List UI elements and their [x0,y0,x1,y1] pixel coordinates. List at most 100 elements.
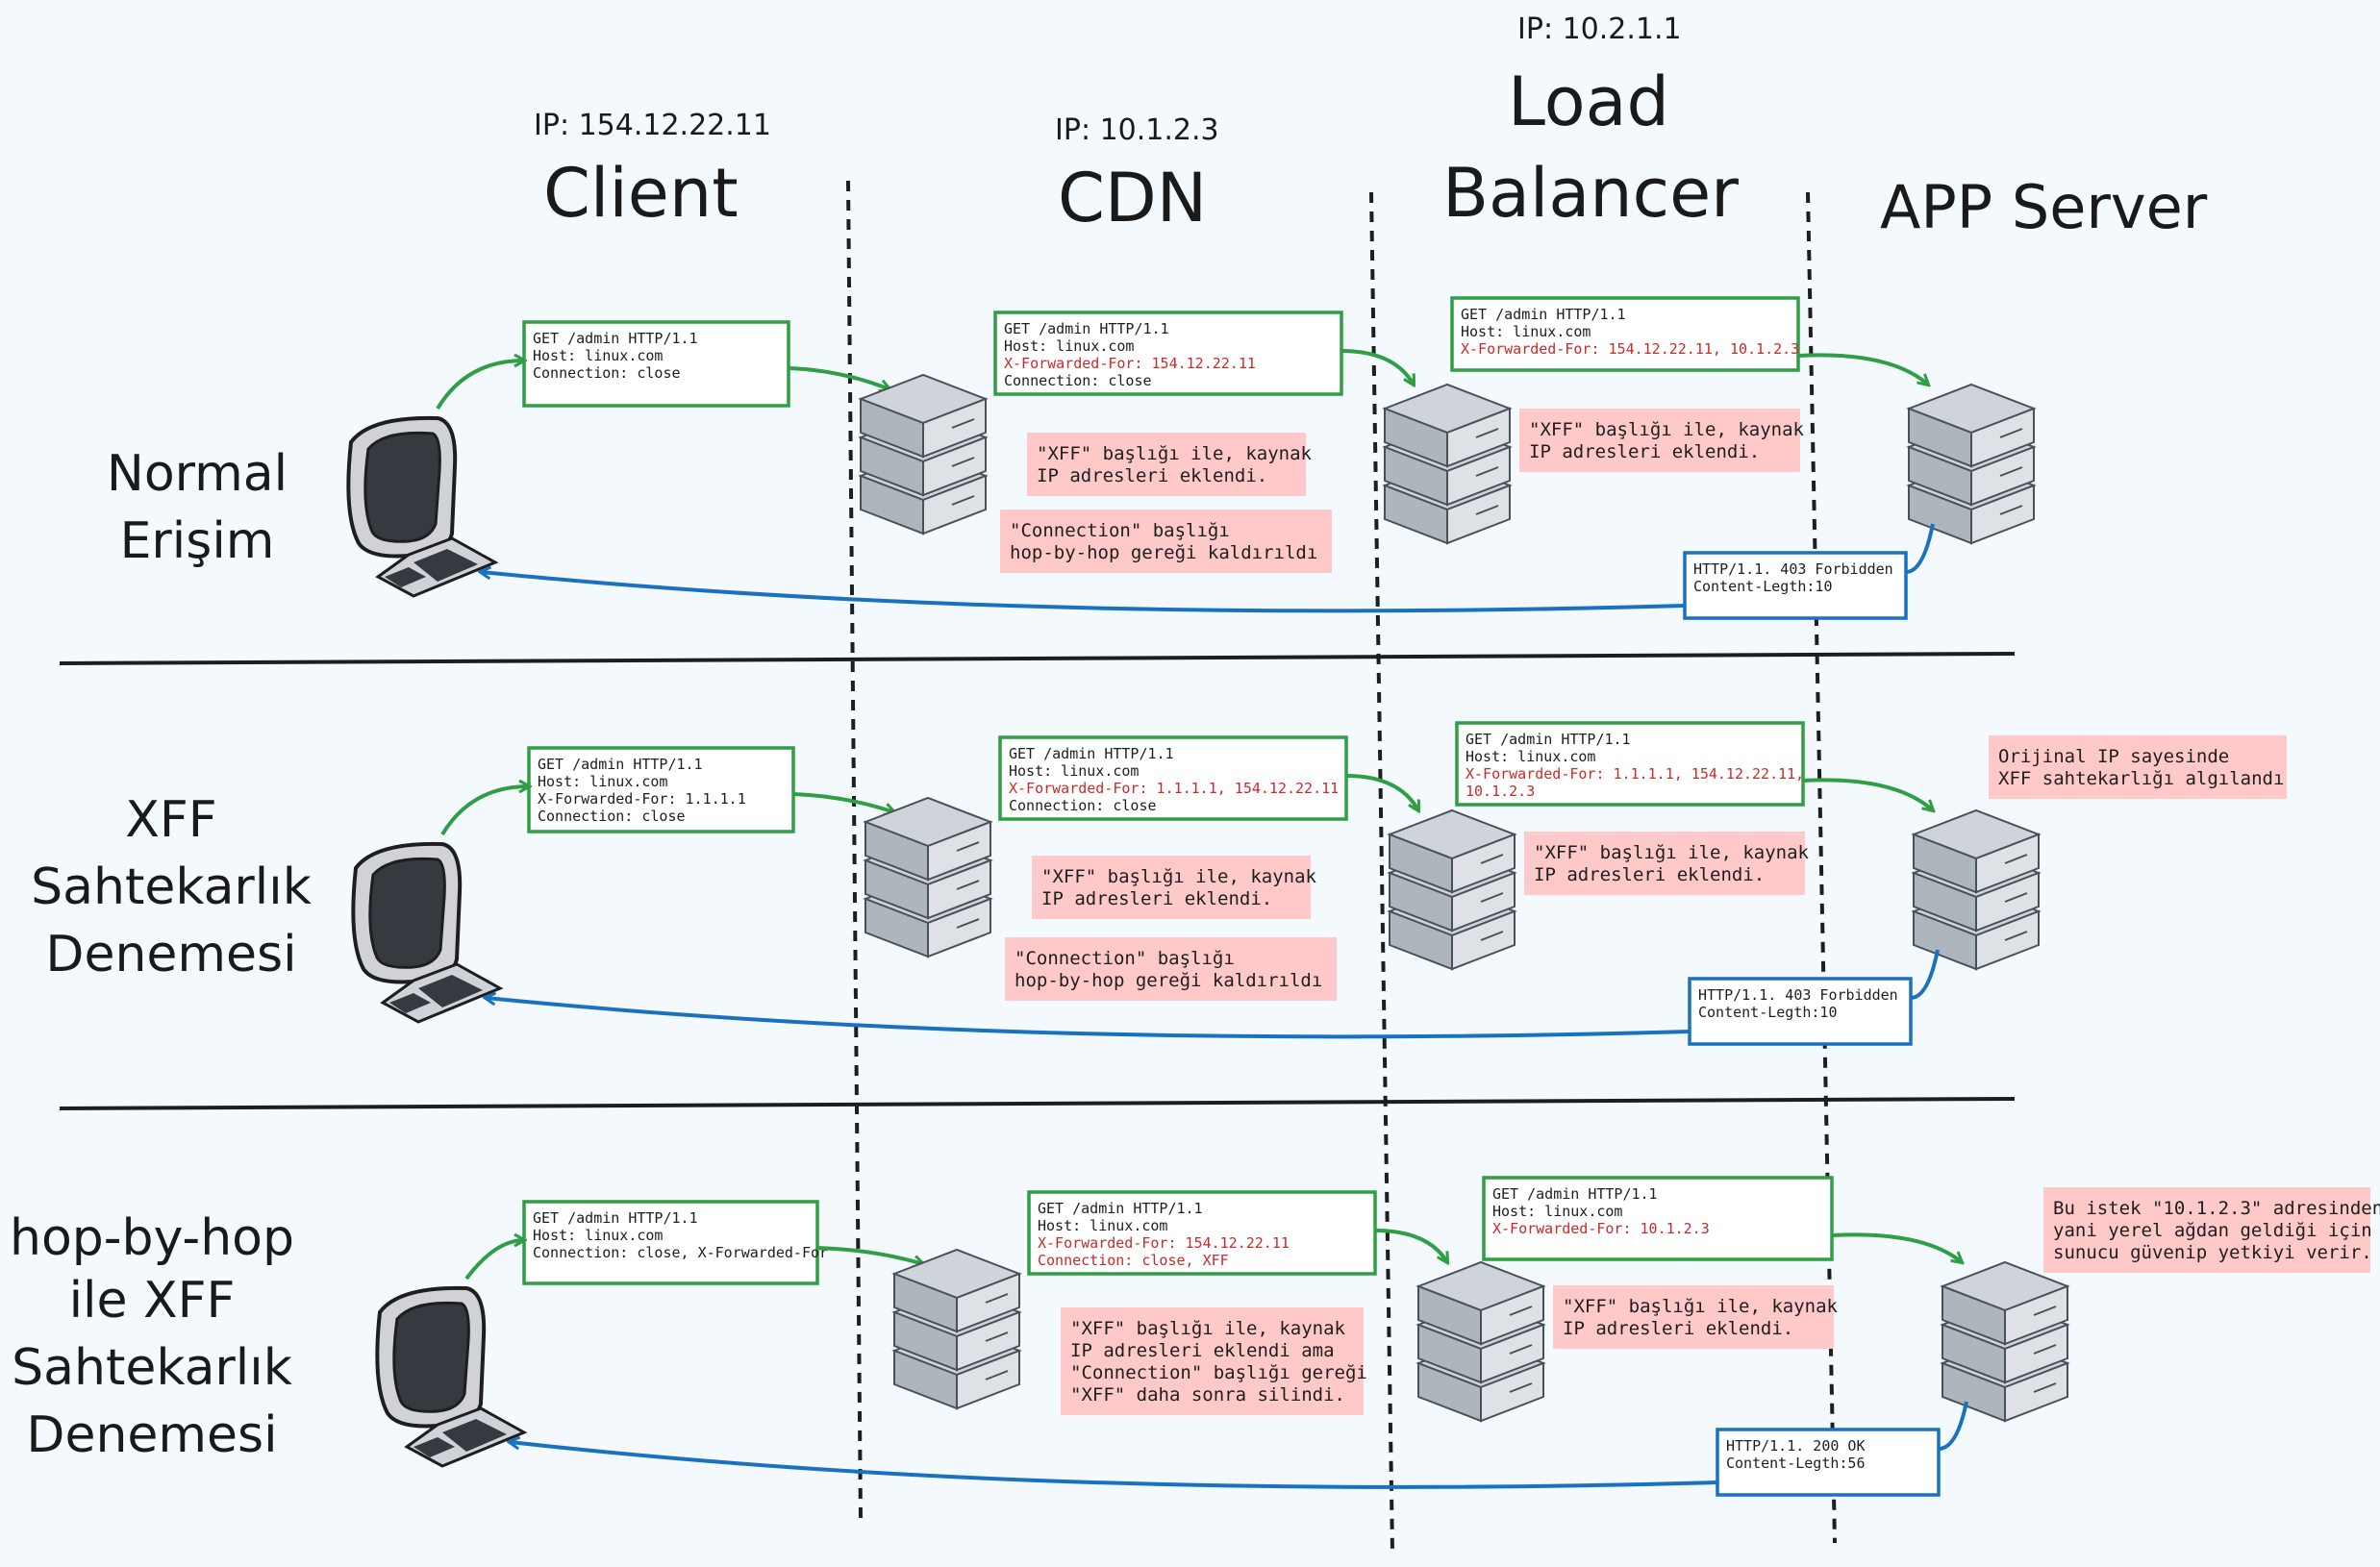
header-line: Host: linux.com [533,347,663,364]
cdn-ip-label: IP: 10.1.2.3 [1055,113,1219,147]
header-line: X-Forwarded-For: 1.1.1.1, 154.12.22.11 [1009,780,1339,797]
header-line: 10.1.2.3 [1466,783,1535,800]
note-line: sunucu güvenip yetkiyi verir. [2053,1242,2372,1263]
row-label-line: Erişim [120,512,275,570]
client-ip-label: IP: 154.12.22.11 [534,109,771,142]
server-stack-icon [863,796,993,958]
header-line: X-Forwarded-For: 154.12.22.11 [1004,355,1256,372]
row-label-line: Sahtekarlık [31,858,312,916]
header-line: Connection: close [1004,372,1152,389]
row-label-line: Denemesi [26,1406,277,1464]
server-stack-icon [858,373,989,535]
server-stack-icon [891,1248,1022,1410]
note-line: "XFF" başlığı ile, kaynak [1070,1318,1346,1339]
header-line: Host: linux.com [1009,762,1139,780]
note-line: "XFF" başlığı ile, kaynak [1534,842,1810,863]
request-arrow-to-lb [1374,1229,1447,1262]
response-connector [1938,1401,1968,1451]
lb-title-line2: Balancer [1442,154,1739,233]
header-line: Connection: close, X-Forwarded-For [533,1244,828,1261]
header-line: Host: linux.com [538,773,667,790]
request-connector [464,1240,524,1281]
response-arrow-to-client [510,1442,1718,1489]
response-arrow-to-client [486,998,1691,1039]
row-label-line: Sahtekarlık [12,1339,292,1397]
header-line: X-Forwarded-For: 154.12.22.11, 10.1.2.3 [1461,340,1799,358]
column-app-header: APP Server [1880,172,2208,242]
header-line: GET /admin HTTP/1.1 [1038,1200,1203,1217]
row-label-line: hop-by-hop [10,1209,294,1267]
note-line: "XFF" başlığı ile, kaynak [1037,443,1313,464]
client-title: Client [543,154,739,233]
server-stack-icon [1382,383,1513,545]
request-arrow-to-lb [1345,774,1418,810]
note-line: XFF sahtekarlığı algılandı [1998,768,2284,789]
header-line: Connection: close [533,364,681,382]
header-line: Connection: close, XFF [1038,1252,1229,1269]
note-line: IP adresleri eklendi. [1529,441,1760,462]
header-line: Content-Legth:56 [1726,1455,1866,1472]
note-line: "XFF" başlığı ile, kaynak [1041,866,1317,887]
header-line: X-Forwarded-For: 10.1.2.3 [1492,1220,1710,1237]
header-line: GET /admin HTTP/1.1 [1004,320,1169,337]
server-stack-icon [1940,1260,2070,1423]
note-line: Bu istek "10.1.2.3" adresinden [2053,1198,2380,1219]
note-line: "Connection" başlığı [1010,520,1230,541]
note-line: "Connection" başlığı gereği [1070,1362,1367,1383]
response-connector [1910,949,1940,1000]
row-label-line: ile XFF [69,1272,236,1330]
lb-title-line1: Load [1508,62,1669,141]
server-stack-icon [1906,383,2037,545]
header-line: GET /admin HTTP/1.1 [533,1209,698,1227]
request-arrow-to-cdn [816,1246,923,1264]
request-arrow-to-cdn [788,366,889,389]
request-arrow-to-app [1831,1232,1962,1262]
note-line: hop-by-hop gereği kaldırıldı [1010,542,1317,563]
response-connector [1905,523,1935,574]
header-line: Host: linux.com [1004,337,1134,355]
note-line: IP adresleri eklendi. [1563,1318,1793,1339]
lb-ip-label: IP: 10.2.1.1 [1517,12,1682,46]
row-separators [59,652,2016,1110]
header-line: GET /admin HTTP/1.1 [1466,731,1631,748]
note-line: yani yerel ağdan geldiği için [2053,1220,2372,1241]
header-line: Host: linux.com [1466,748,1595,765]
separator-client-cdn [846,180,863,1520]
server-stack-icon [1911,808,2042,971]
header-line: HTTP/1.1. 403 Forbidden [1698,986,1898,1004]
note-line: Orijinal IP sayesinde [1998,746,2229,767]
separator-lb-app [1806,191,1837,1544]
note-line: IP adresleri eklendi. [1037,465,1267,486]
request-arrow-to-cdn [792,792,894,812]
request-arrow-to-app [1797,353,1928,385]
request-arrow-to-lb [1340,349,1414,385]
server-stack-icon [1387,808,1517,971]
row-divider-1 [59,652,2016,665]
header-line: X-Forwarded-For: 154.12.22.11 [1038,1234,1290,1252]
row-label-line: Denemesi [45,926,296,983]
desktop-computer-icon [351,841,504,1024]
row-divider-2 [59,1097,2016,1110]
note-line: hop-by-hop gereği kaldırıldı [1015,970,1322,991]
header-line: Host: linux.com [1492,1203,1622,1220]
